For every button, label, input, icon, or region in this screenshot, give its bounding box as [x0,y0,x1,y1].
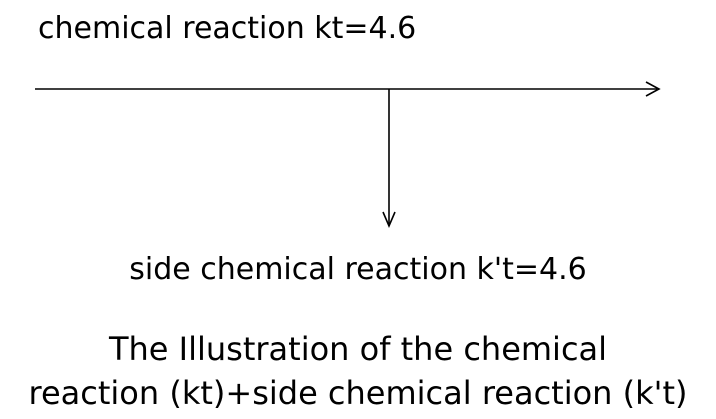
main-arrow-head [645,81,661,97]
side-reaction-arrow [382,89,396,229]
diagram-caption: The Illustration of the chemical reactio… [0,327,716,415]
side-reaction-label: side chemical reaction k't=4.6 [129,252,587,287]
caption-line-2: reaction (kt)+side chemical reaction (k'… [28,374,688,412]
caption-line-1: The Illustration of the chemical [108,330,608,368]
main-reaction-arrow [35,81,661,97]
main-reaction-label: chemical reaction kt=4.6 [38,11,417,46]
side-arrow-head [382,211,396,229]
